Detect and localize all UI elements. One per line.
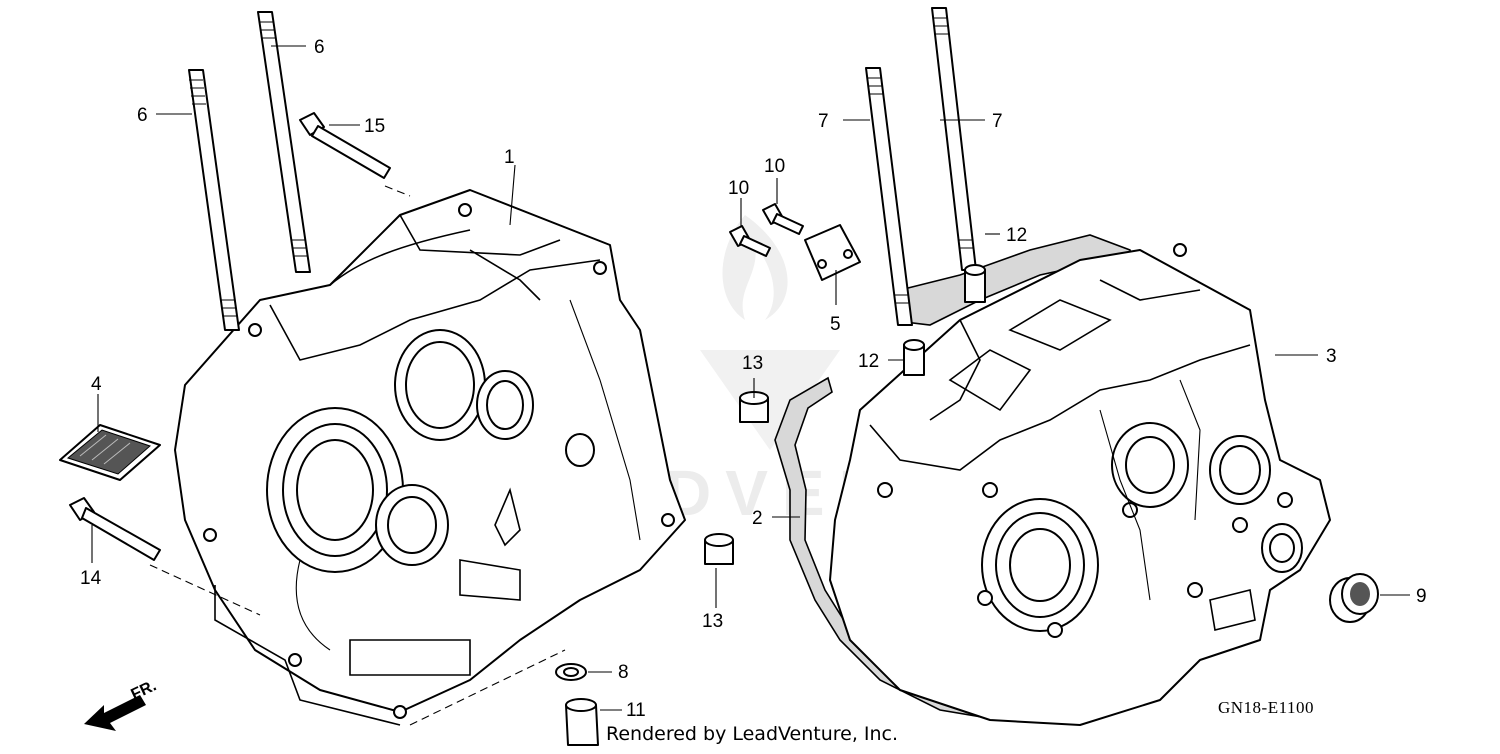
right-crankcase[interactable]: [829, 243, 1331, 726]
front-label: FR.: [129, 677, 160, 703]
callout-6-left: 6: [137, 105, 148, 126]
reference-code: GN18-E1100: [1218, 698, 1314, 717]
callout-1: 1: [504, 147, 515, 168]
small-parts[interactable]: [555, 203, 1379, 746]
front-direction-arrow: FR.: [84, 677, 159, 731]
callout-9: 9: [1416, 586, 1427, 607]
callout-10-upper: 10: [764, 156, 785, 177]
callout-3: 3: [1326, 346, 1337, 367]
callout-11: 11: [626, 700, 646, 721]
leader-lines: [91, 45, 1410, 711]
callout-13-lower: 13: [702, 611, 723, 632]
bolts[interactable]: [69, 112, 391, 561]
oil-strainer-screen[interactable]: [59, 424, 161, 481]
render-credit: Rendered by LeadVenture, Inc.: [606, 723, 898, 745]
callout-13-upper: 13: [742, 353, 763, 374]
stud-bolts[interactable]: [188, 7, 977, 331]
callout-14: 14: [80, 568, 102, 589]
callout-6-right: 6: [314, 37, 325, 58]
callout-5: 5: [830, 314, 841, 335]
arrow-icon: [84, 695, 146, 731]
callout-7-right: 7: [992, 111, 1003, 132]
callout-12-lower: 12: [858, 351, 879, 372]
left-crankcase[interactable]: [149, 185, 686, 726]
callout-10-lower: 10: [728, 178, 749, 199]
callout-15: 15: [364, 116, 385, 137]
callout-4: 4: [91, 374, 102, 395]
callout-labels: 1 2 3 4 5 6 6 7 7 8 9 10 10 11 12 12 13 …: [80, 37, 1427, 721]
callout-2: 2: [752, 508, 763, 529]
callout-7-left: 7: [818, 111, 829, 132]
callout-12-upper: 12: [1006, 225, 1027, 246]
callout-8: 8: [618, 662, 629, 683]
